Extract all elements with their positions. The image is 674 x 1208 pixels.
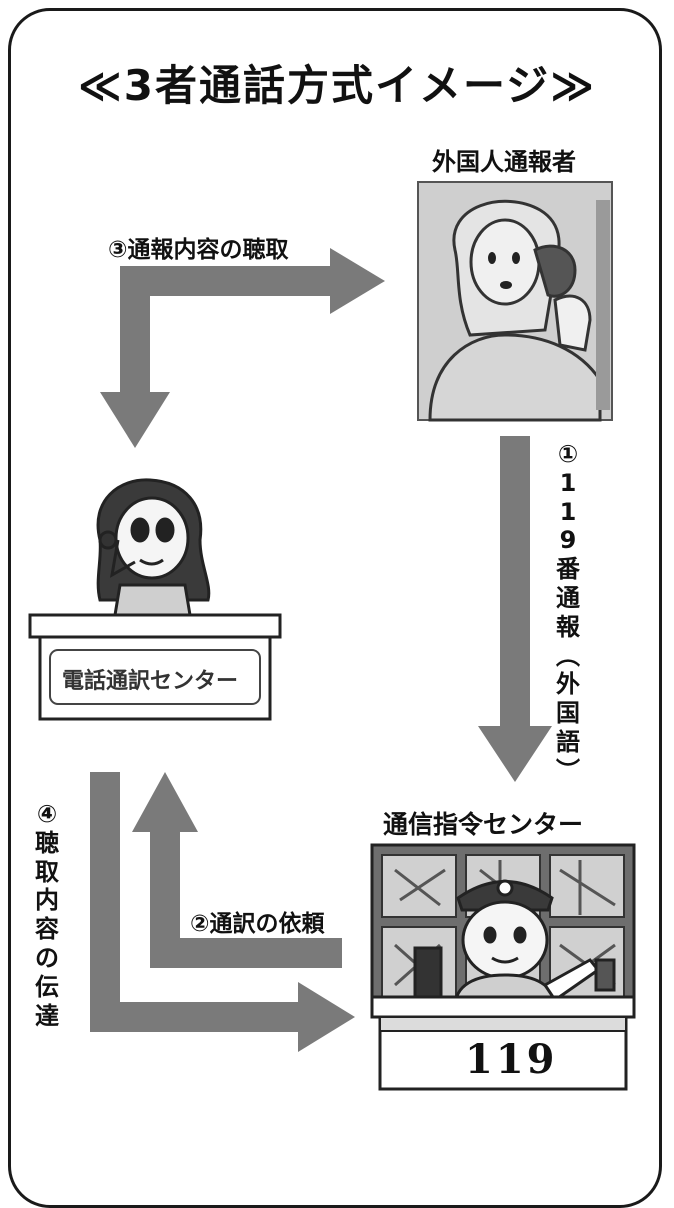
caller-illustration xyxy=(417,181,613,422)
command-center-label: 通信指令センター xyxy=(383,810,584,839)
command-center-illustration xyxy=(370,843,636,1009)
step2-label: ②通訳の依頼 xyxy=(190,911,325,937)
step3-label: ③通報内容の聴取 xyxy=(108,237,289,263)
interpreter-center-label: 電話通訳センター xyxy=(62,669,239,694)
diagram-title: ≪3者通話方式イメージ≫ xyxy=(77,61,597,110)
arrow-step1 xyxy=(478,436,552,782)
arrow-step4 xyxy=(90,772,355,1052)
arrow-step2 xyxy=(132,772,342,968)
interpreter-desk xyxy=(28,613,282,721)
command-center-desk xyxy=(370,995,636,1091)
arrow-step3 xyxy=(100,248,385,448)
interpreter-operator-illustration xyxy=(96,478,211,617)
caller-label: 外国人通報者 xyxy=(432,148,576,176)
desk-number: 119 xyxy=(465,1036,558,1083)
